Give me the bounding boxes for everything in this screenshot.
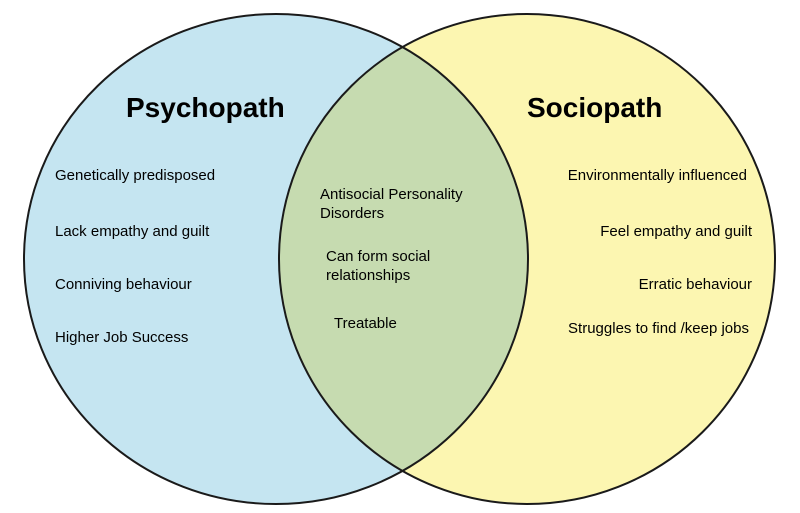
overlap-item-line1: Can form social — [326, 248, 431, 265]
sociopath-outline — [278, 13, 776, 505]
psychopath-item: Higher Job Success — [55, 329, 189, 346]
psychopath-item: Lack empathy and guilt — [55, 223, 210, 240]
sociopath-item: Struggles to find /keep jobs — [568, 320, 749, 337]
overlap-item-line1: Treatable — [334, 315, 397, 332]
sociopath-item: Erratic behaviour — [638, 276, 752, 293]
overlap-item-line2: relationships — [326, 267, 411, 284]
psychopath-title: Psychopath — [126, 92, 285, 123]
psychopath-item: Conniving behaviour — [55, 276, 192, 293]
sociopath-title: Sociopath — [527, 92, 663, 123]
sociopath-item: Feel empathy and guilt — [600, 223, 752, 240]
psychopath-item: Genetically predisposed — [55, 167, 216, 184]
overlap-item-line1: Antisocial Personality — [320, 186, 463, 203]
psychopath-outline — [23, 13, 529, 505]
sociopath-item: Environmentally influenced — [567, 167, 747, 184]
overlap-item-line2: Disorders — [320, 205, 385, 222]
